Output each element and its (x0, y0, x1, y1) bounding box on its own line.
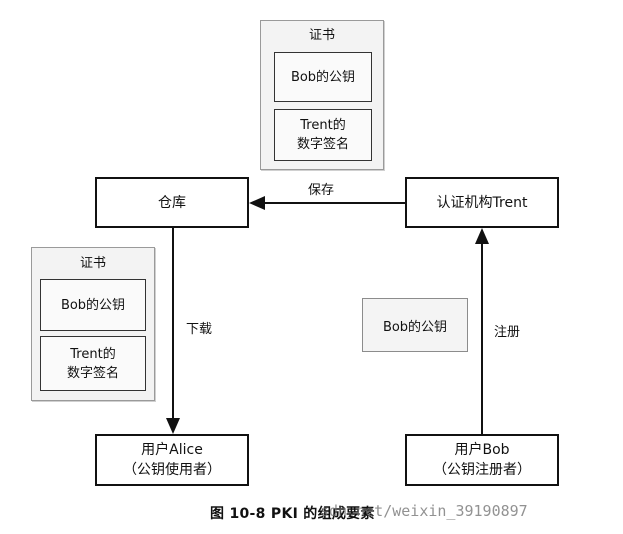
certificate-left-public-key-label: Bob的公钥 (60, 297, 126, 313)
certificate-left-public-key: Bob的公钥 (40, 279, 146, 331)
user-alice-name: 用户Alice (141, 442, 203, 458)
certificate-top-signature-line2: 数字签名 (296, 137, 349, 152)
certificate-left: 证书 Bob的公钥 Trent的 数字签名 (31, 247, 155, 401)
certificate-left-signature-line1: Trent的 (70, 346, 116, 362)
ca-label: 认证机构Trent (436, 194, 528, 211)
certificate-top-signature-line1: Trent的 (300, 118, 346, 133)
certificate-top-public-key-label: Bob的公钥 (290, 69, 356, 85)
certificate-left-signature: Trent的 数字签名 (40, 336, 146, 391)
certificate-top-public-key: Bob的公钥 (274, 52, 372, 102)
save-arrowhead (249, 196, 265, 210)
certificate-top-title: 证书 (308, 28, 335, 43)
certificate-left-title: 证书 (79, 256, 106, 271)
user-bob-role: （公钥注册者） (433, 462, 531, 478)
save-label: 保存 (308, 183, 335, 198)
user-alice-role: （公钥使用者） (123, 462, 221, 478)
repository-box: 仓库 (95, 177, 249, 228)
bob-public-key-box: Bob的公钥 (362, 298, 468, 352)
certificate-top: 证书 Bob的公钥 Trent的 数字签名 (260, 20, 384, 170)
register-label: 注册 (494, 325, 521, 340)
user-bob-box: 用户Bob （公钥注册者） (405, 434, 559, 486)
download-label: 下载 (186, 322, 213, 337)
bob-public-key-label: Bob的公钥 (382, 319, 448, 335)
register-arrowhead (475, 228, 489, 244)
repository-label: 仓库 (158, 194, 186, 211)
download-arrowhead (166, 418, 180, 434)
watermark: sdn.net/weixin_39190897 (320, 502, 528, 520)
user-bob-name: 用户Bob (454, 442, 510, 458)
figure-caption: 图 10-8 PKI 的组成要素 (210, 506, 375, 522)
ca-box: 认证机构Trent (405, 177, 559, 228)
user-alice-box: 用户Alice （公钥使用者） (95, 434, 249, 486)
certificate-left-signature-line2: 数字签名 (66, 365, 119, 381)
certificate-top-signature: Trent的 数字签名 (274, 109, 372, 161)
